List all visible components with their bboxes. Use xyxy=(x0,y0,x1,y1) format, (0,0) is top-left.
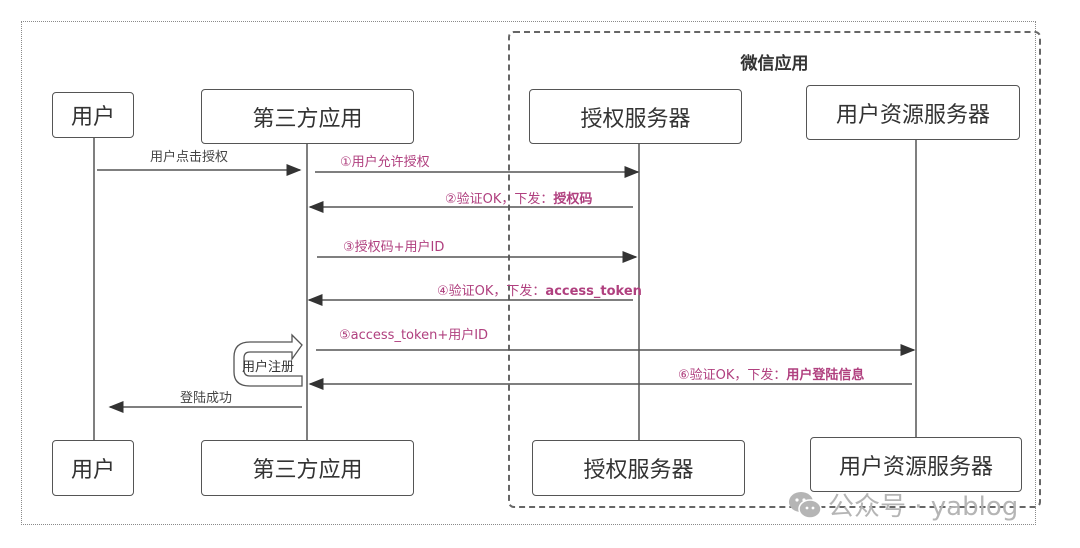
watermark: 公众号 · yablog xyxy=(788,486,1018,523)
actor-auth-server-bottom: 授权服务器 xyxy=(532,440,745,496)
actor-auth-server-top: 授权服务器 xyxy=(529,89,742,144)
message-label-m6: ⑥验证OK，下发：用户登陆信息 xyxy=(678,368,865,383)
actor-user-bottom: 用户 xyxy=(52,440,134,496)
message-label-m0: 用户点击授权 xyxy=(150,150,229,165)
message-label-m4: ④验证OK，下发：access_token xyxy=(437,284,642,299)
watermark-text: 公众号 · yablog xyxy=(828,492,1019,522)
self-action-arrow xyxy=(233,333,303,387)
wechat-app-group: 微信应用 xyxy=(508,31,1041,508)
self-action-label: 用户注册 xyxy=(242,360,295,375)
message-label-m1: ①用户允许授权 xyxy=(340,155,430,170)
wechat-icon xyxy=(788,491,822,519)
message-label-m7: 登陆成功 xyxy=(180,391,233,406)
actor-user-top: 用户 xyxy=(52,92,134,138)
message-label-m5: ⑤access_token+用户ID xyxy=(339,328,489,343)
message-label-m2: ②验证OK，下发：授权码 xyxy=(445,192,593,207)
group-title: 微信应用 xyxy=(740,54,809,74)
message-label-m3: ③授权码+用户ID xyxy=(343,240,445,255)
actor-third-party-app-top: 第三方应用 xyxy=(201,89,414,144)
diagram-frame xyxy=(21,21,1036,525)
actor-third-party-app-bottom: 第三方应用 xyxy=(201,440,414,496)
actor-resource-server-bottom: 用户资源服务器 xyxy=(810,437,1022,492)
actor-resource-server-top: 用户资源服务器 xyxy=(806,85,1020,140)
